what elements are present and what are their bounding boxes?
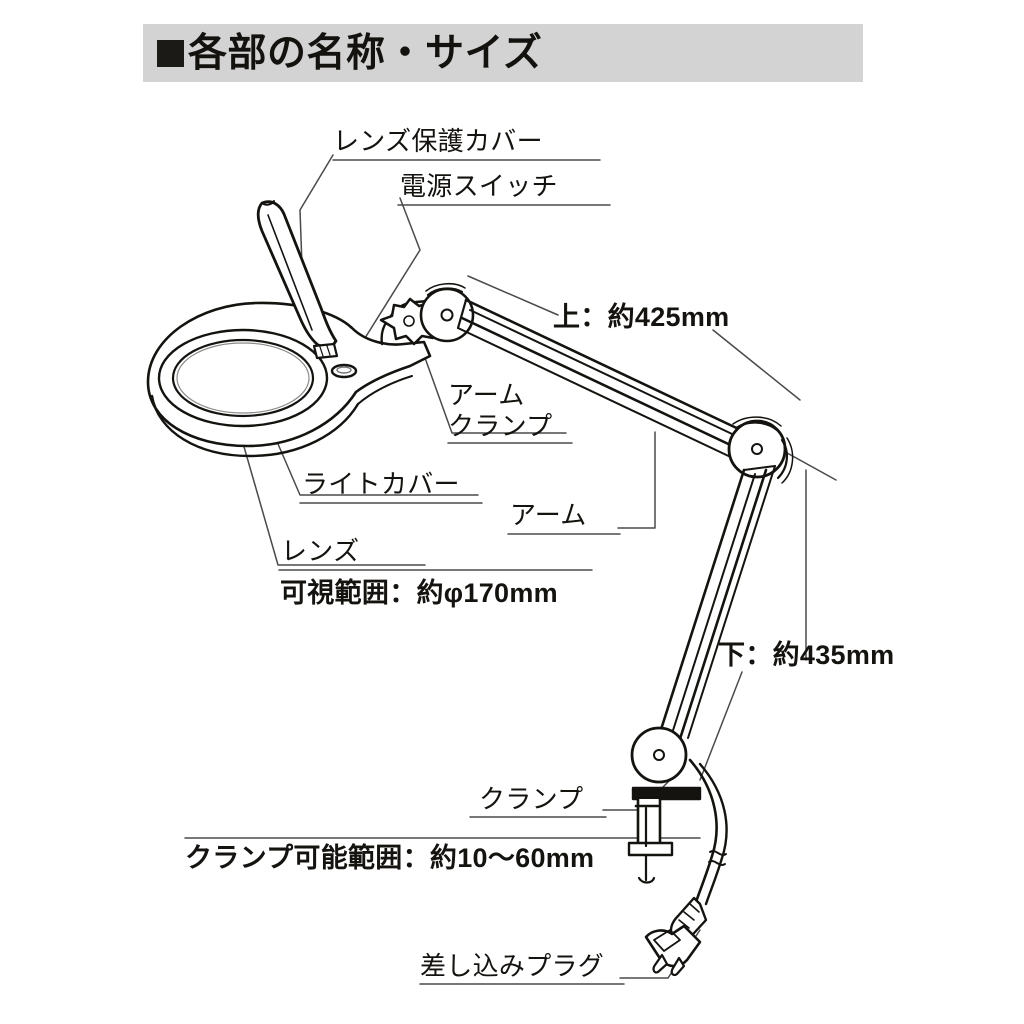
square-bullet-icon [157, 39, 184, 67]
upper-arm [456, 298, 750, 461]
head-pivot-hole [440, 308, 454, 322]
label-arm-clamp-line2: クランプ [448, 411, 553, 441]
label-clamp-range: クランプ可能範囲：約10〜60mm [185, 843, 595, 873]
clamp-pivot-hole [653, 749, 665, 761]
clamp-bottom-pad [627, 841, 674, 857]
head-pivot-disc [419, 287, 475, 343]
clamp-screw-handle [637, 876, 656, 884]
lens-outer-ring [157, 328, 329, 428]
lower-arm [655, 465, 776, 747]
clamp-top-plate [631, 786, 702, 801]
lens-inner-ring [171, 338, 315, 418]
clamp-pivot-disc [630, 726, 688, 784]
label-upper-arm-length: 上：約425mm [553, 302, 730, 332]
label-lens-visible-range: 可視範囲：約φ170mm [280, 578, 558, 608]
ac-plug [644, 896, 708, 977]
label-light-cover: ライトカバー [302, 469, 460, 499]
arm-clamp-center [403, 315, 415, 327]
power-switch [330, 363, 358, 379]
elbow-pivot-hole [751, 443, 763, 455]
power-switch-inner [336, 366, 352, 374]
label-arm-clamp-line1: アーム [448, 380, 525, 410]
lens-glass [176, 342, 310, 414]
label-plug: 差し込みプラグ [420, 951, 605, 981]
page-title: 各部の名称・サイズ [188, 31, 543, 75]
label-lens: レンズ [281, 536, 360, 566]
label-clamp: クランプ [479, 784, 584, 814]
label-power-switch: 電源スイッチ [400, 171, 558, 201]
label-lens-protective-cover: レンズ保護カバー [333, 126, 543, 156]
section-header-band: 各部の名称・サイズ [143, 24, 863, 82]
label-lower-arm-length: 下：約435mm [718, 640, 895, 670]
cover-hinge [312, 342, 339, 360]
label-arm: アーム [510, 500, 587, 530]
